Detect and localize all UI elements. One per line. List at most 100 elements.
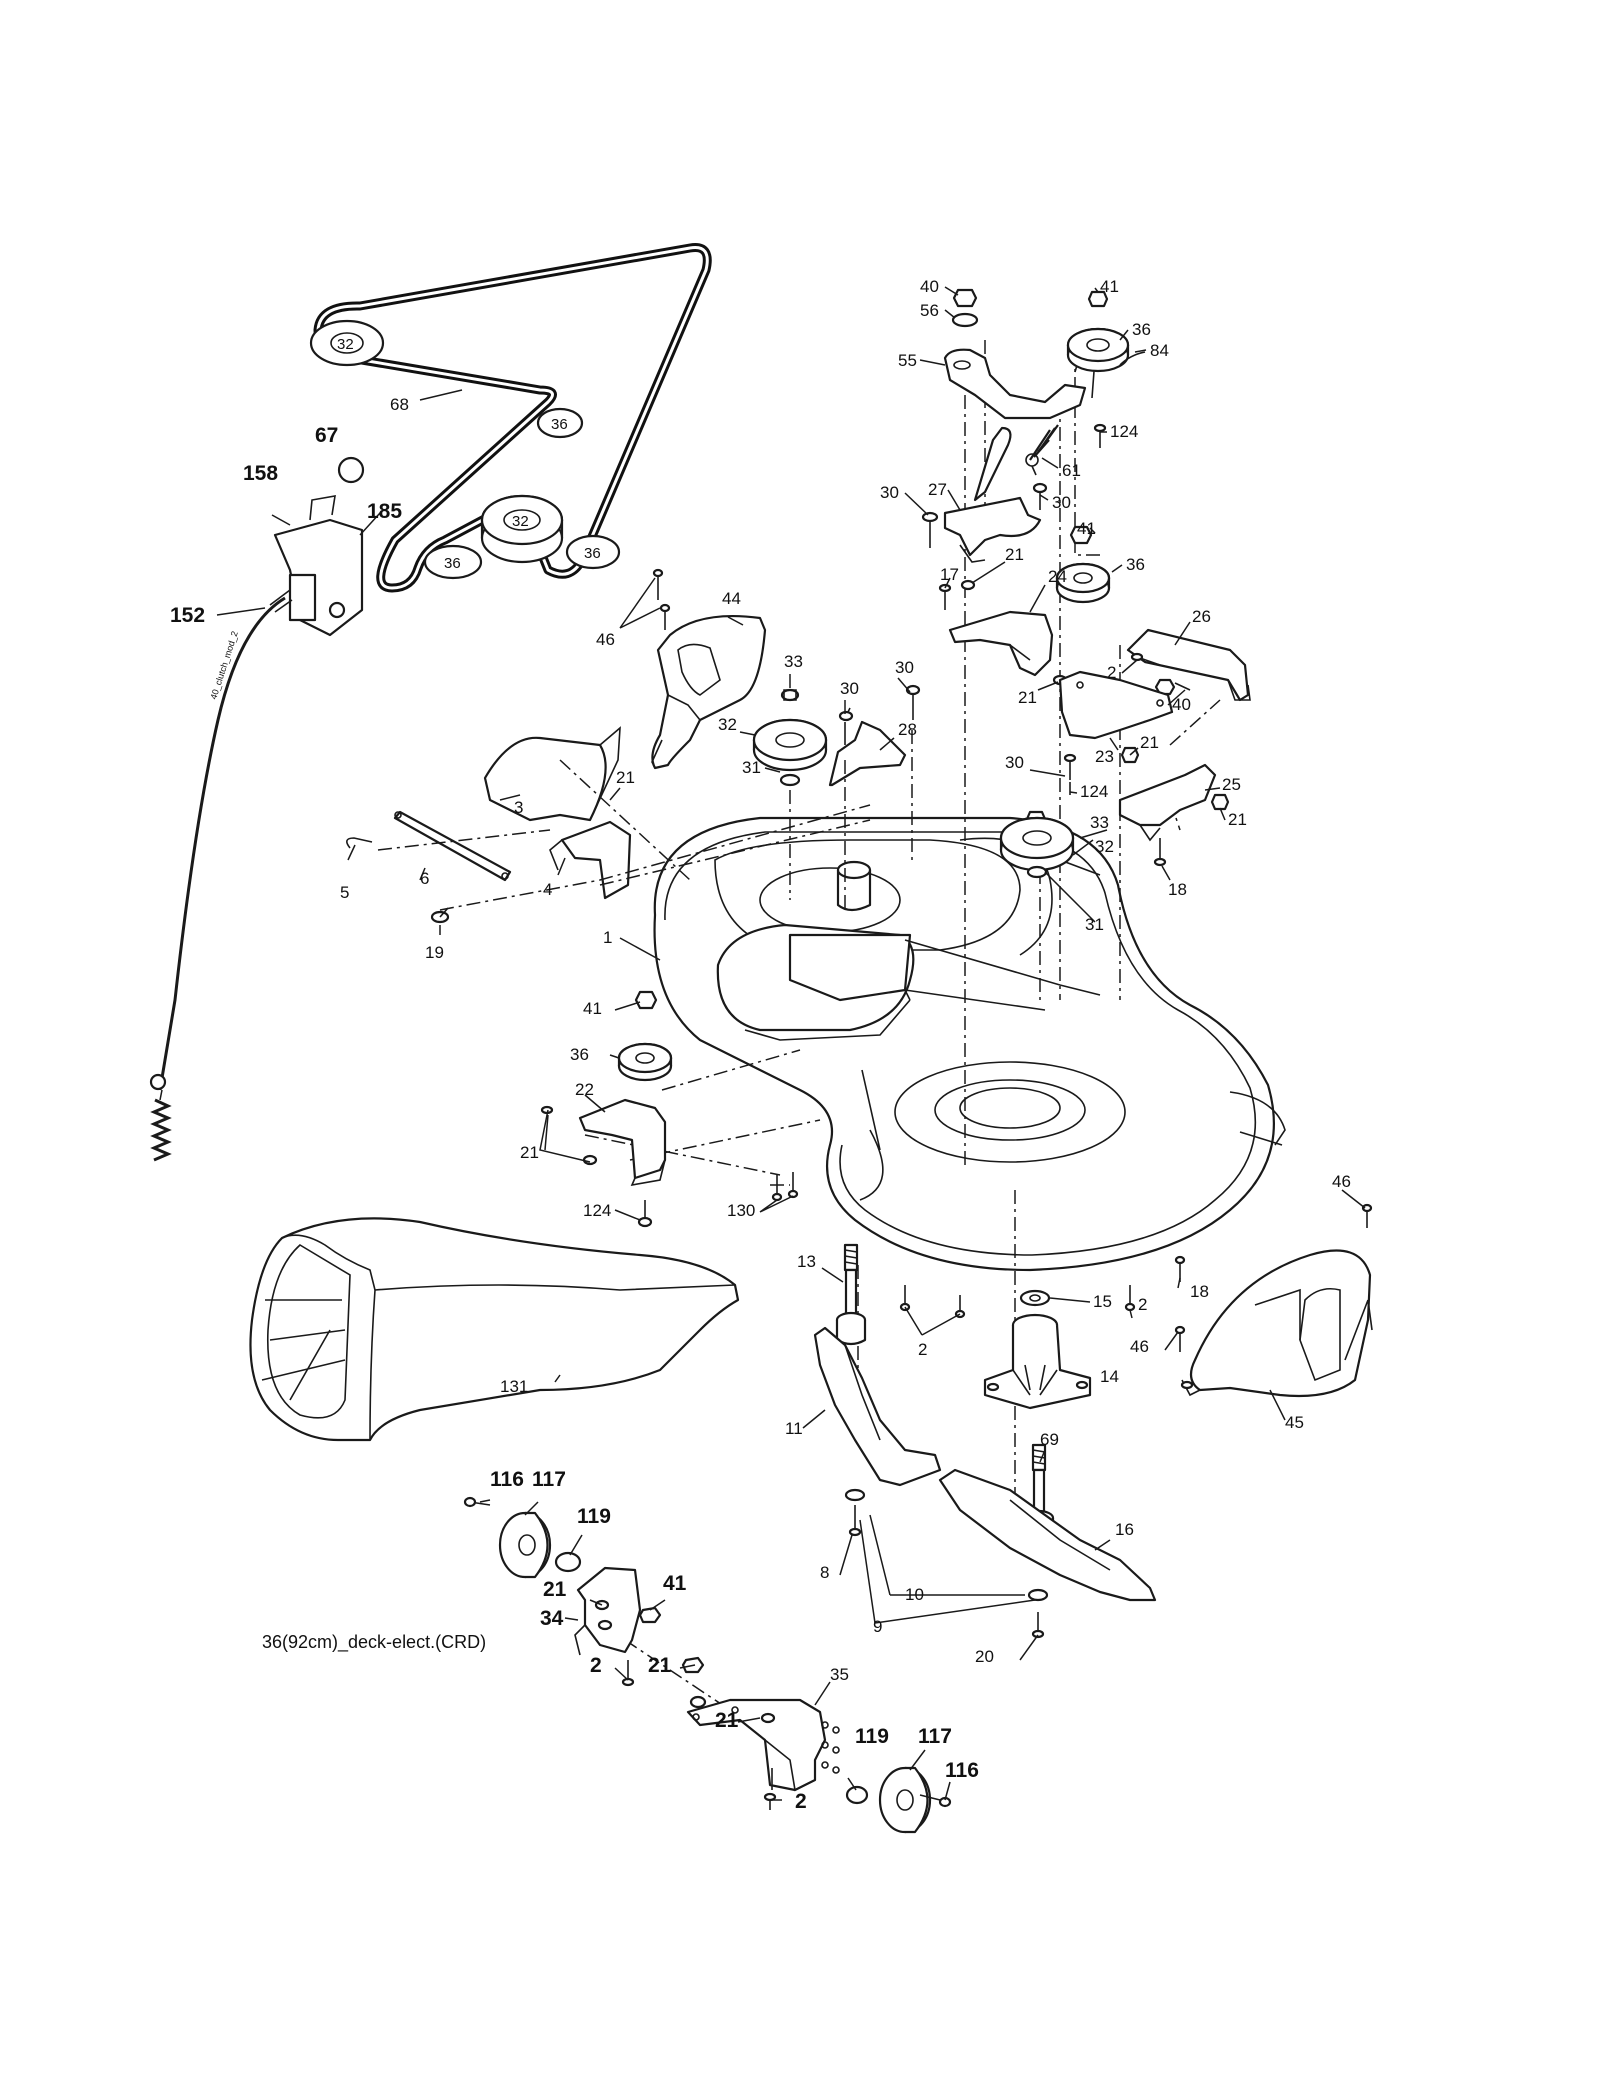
- callout-20: 20: [975, 1647, 994, 1666]
- callout-46: 46: [1130, 1337, 1149, 1356]
- clutch-assembly: 40_clutch_mod_2: [149, 456, 365, 1162]
- bolt-46-pair: [652, 568, 671, 630]
- callout-41: 41: [583, 999, 602, 1018]
- callout-2: 2: [918, 1340, 927, 1359]
- callout-18: 18: [1190, 1282, 1209, 1301]
- washer-21-upper: [960, 579, 976, 591]
- pulley-label: 36: [444, 555, 461, 572]
- callout-34: 34: [540, 1607, 564, 1630]
- callout-26: 26: [1192, 607, 1211, 626]
- gauge-wheel-right: [681, 1656, 952, 1834]
- callout-45: 45: [1285, 1413, 1304, 1432]
- callout-21: 21: [648, 1654, 672, 1677]
- blade-16: [938, 1468, 1157, 1602]
- diagram-caption: 36(92cm)_deck-elect.(CRD): [262, 1632, 486, 1653]
- callout-30: 30: [880, 483, 899, 502]
- callout-5: 5: [340, 883, 349, 902]
- callout-24: 24: [1048, 567, 1067, 586]
- callout-32: 32: [1095, 837, 1114, 856]
- callout-46: 46: [1332, 1172, 1351, 1191]
- callout-21: 21: [1018, 688, 1037, 707]
- nut-41-idler: [1069, 525, 1093, 545]
- bolt-30-spring-arm: [1032, 482, 1048, 510]
- callout-10: 10: [905, 1585, 924, 1604]
- pulley-36-lower-right: 36: [565, 534, 621, 570]
- callout-8: 8: [820, 1563, 829, 1582]
- callout-35: 35: [830, 1665, 849, 1684]
- callout-6: 6: [420, 869, 429, 888]
- arm-27: [943, 496, 1042, 557]
- deck-hanger-brackets: [346, 726, 632, 924]
- callout-44: 44: [722, 589, 741, 608]
- pulley-label: 36: [551, 416, 568, 433]
- callout-9: 9: [873, 1617, 882, 1636]
- pulley-label: 36: [584, 545, 601, 562]
- nut-40-washer-56: [951, 288, 979, 328]
- callout-21: 21: [1140, 733, 1159, 752]
- callout-21: 21: [616, 768, 635, 787]
- bracket-24: [948, 610, 1054, 677]
- bracket-4: [560, 820, 632, 900]
- callout-11: 11: [785, 1419, 803, 1438]
- bolt-130-pair: [771, 1172, 799, 1202]
- blade-11: [813, 1326, 942, 1487]
- callout-124: 124: [583, 1201, 611, 1220]
- arm-23: [1058, 670, 1174, 740]
- callout-2: 2: [795, 1790, 807, 1813]
- callout-31: 31: [742, 758, 761, 777]
- callout-15: 15: [1093, 1292, 1112, 1311]
- bracket-35: [686, 1698, 827, 1792]
- pulley-36-upper-right: [1066, 290, 1130, 373]
- callout-21: 21: [543, 1578, 567, 1601]
- callout-36: 36: [1132, 320, 1151, 339]
- callout-21: 21: [715, 1709, 739, 1732]
- pulley-36-middle: 36: [536, 407, 584, 439]
- gauge-wheel-left: [463, 1496, 662, 1687]
- bolts-2-center: [899, 1285, 966, 1319]
- pulley-36-idler: [1055, 562, 1111, 604]
- callout-27: 27: [928, 480, 947, 499]
- callout-41: 41: [1077, 519, 1096, 538]
- belt-guard-44: [651, 615, 767, 770]
- callout-4: 4: [543, 880, 552, 899]
- callout-30: 30: [1005, 753, 1024, 772]
- callout-32: 32: [718, 715, 737, 734]
- callout-19: 19: [425, 943, 444, 962]
- callout-31: 31: [1085, 915, 1104, 934]
- link-6: [393, 810, 512, 882]
- arm-55: [943, 348, 1087, 420]
- bolt-19: [430, 907, 450, 924]
- callout-40: 40: [1172, 695, 1191, 714]
- callout-21: 21: [520, 1143, 539, 1162]
- bolts-46-right: [1174, 1203, 1373, 1352]
- callout-36: 36: [1126, 555, 1145, 574]
- callout-117: 117: [918, 1725, 952, 1748]
- bolt-18-on-25: [1153, 838, 1167, 867]
- callout-30: 30: [895, 658, 914, 677]
- callout-119: 119: [577, 1505, 611, 1528]
- bolt-20-washer: [1027, 1588, 1049, 1639]
- callout-30: 30: [1052, 493, 1071, 512]
- callout-69: 69: [1040, 1430, 1059, 1449]
- bracket-26: [1126, 628, 1250, 702]
- callout-21: 21: [1005, 545, 1024, 564]
- bolt-30-and-124: [1063, 753, 1077, 795]
- callout-119: 119: [855, 1725, 889, 1748]
- callout-1: 1: [603, 928, 612, 947]
- pulley-label: 32: [512, 513, 529, 530]
- part-67-ball: [337, 456, 365, 484]
- callout-40: 40: [920, 277, 939, 296]
- clutch-bracket: [273, 518, 364, 637]
- callout-84: 84: [1150, 341, 1169, 360]
- callout-56: 56: [920, 301, 939, 320]
- callout-41: 41: [1100, 277, 1119, 296]
- callout-36: 36: [570, 1045, 589, 1064]
- callout-152: 152: [170, 604, 205, 627]
- spindle-13: [835, 1243, 867, 1346]
- callout-61: 61: [1062, 461, 1081, 480]
- discharge-chute-131: [249, 1217, 740, 1442]
- callout-25: 25: [1222, 775, 1241, 794]
- callout-17: 17: [940, 565, 959, 584]
- bracket-34: [576, 1566, 642, 1654]
- pulley-32-upper: 32: [309, 319, 385, 367]
